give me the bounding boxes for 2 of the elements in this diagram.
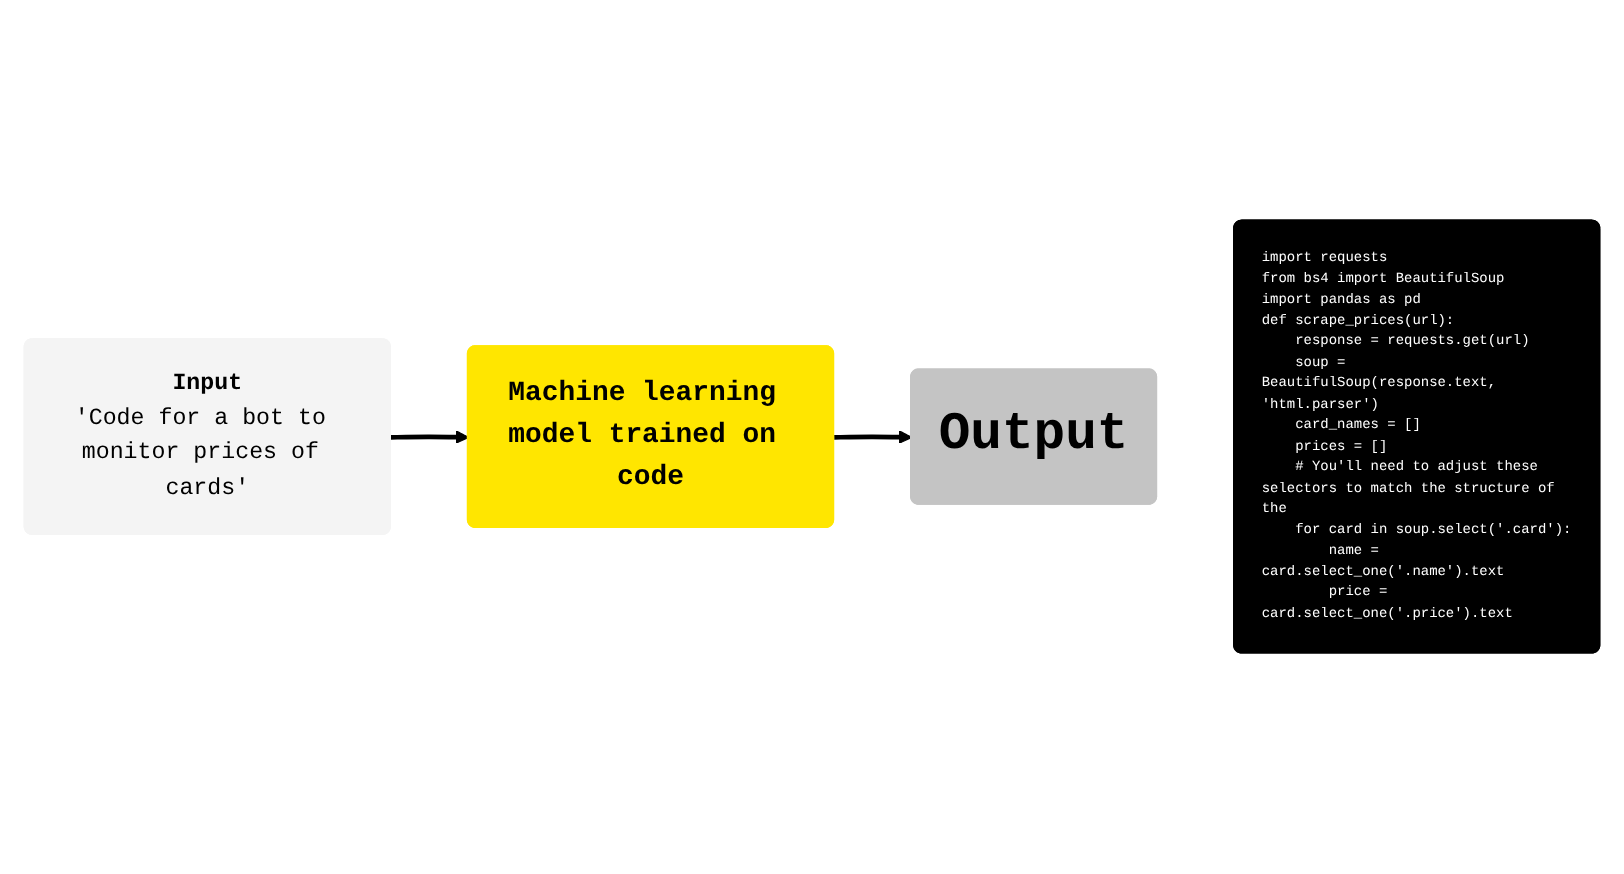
arrow — [834, 430, 913, 445]
arrow — [390, 430, 470, 445]
